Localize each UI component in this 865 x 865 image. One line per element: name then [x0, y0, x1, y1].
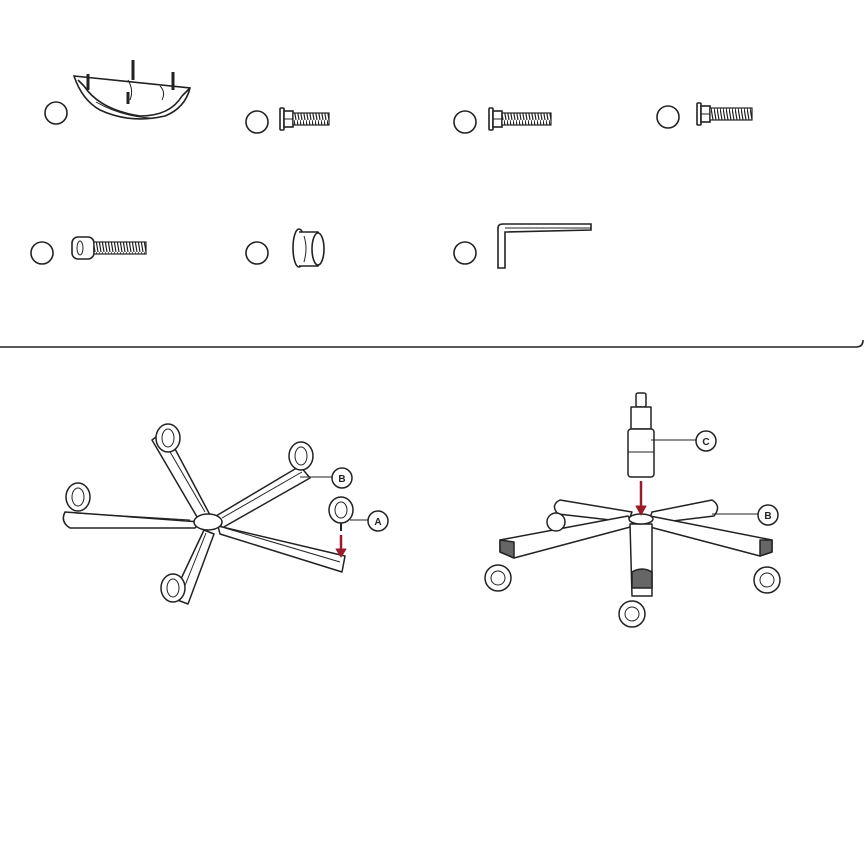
parts-list [31, 60, 752, 268]
callout-c: C [651, 431, 716, 451]
caster-a [329, 497, 353, 531]
part-number-circle [454, 242, 476, 264]
callout-label: B [764, 511, 771, 522]
caster-wheel [161, 574, 185, 602]
callout-a: A [350, 511, 388, 531]
step-right-gas-lift-assembly: C B [485, 393, 780, 627]
caster-wheel [289, 442, 313, 470]
part-number-circle [31, 242, 53, 264]
part-2 [246, 108, 329, 133]
bushing-cap-icon [293, 229, 324, 267]
part-7 [454, 224, 591, 268]
part-number-circle [45, 102, 67, 124]
hub [629, 514, 653, 524]
part-number-circle [657, 106, 679, 128]
gas-lift-c [628, 393, 654, 477]
bolt-icon [697, 103, 752, 125]
callout-b-right: B [712, 505, 778, 525]
step-left-caster-assembly: B A [63, 424, 388, 604]
part-4 [657, 103, 752, 128]
seat-cover-icon [74, 60, 190, 119]
part-number-circle [246, 242, 268, 264]
caster-wheel [485, 565, 511, 591]
short-bolt-icon [280, 108, 329, 130]
caster-wheel [619, 601, 645, 627]
part-number-circle [246, 111, 268, 133]
part-5 [31, 237, 146, 264]
part-number-circle [454, 111, 476, 133]
medium-bolt-icon [489, 108, 551, 130]
callout-label: B [338, 474, 345, 485]
caster-wheel [66, 483, 90, 511]
callout-label: C [702, 437, 709, 448]
insert-arrow [636, 481, 646, 515]
caster-wheel [547, 513, 565, 531]
part-3 [454, 108, 551, 133]
hub [194, 514, 222, 530]
socket-head-screw-icon [72, 237, 146, 259]
callout-label: A [374, 517, 381, 528]
caster-wheel [754, 567, 780, 593]
allen-key-icon [498, 224, 591, 268]
section-divider [0, 340, 863, 347]
caster-wheel [156, 424, 180, 452]
part-6 [246, 229, 324, 267]
part-1 [45, 60, 190, 124]
